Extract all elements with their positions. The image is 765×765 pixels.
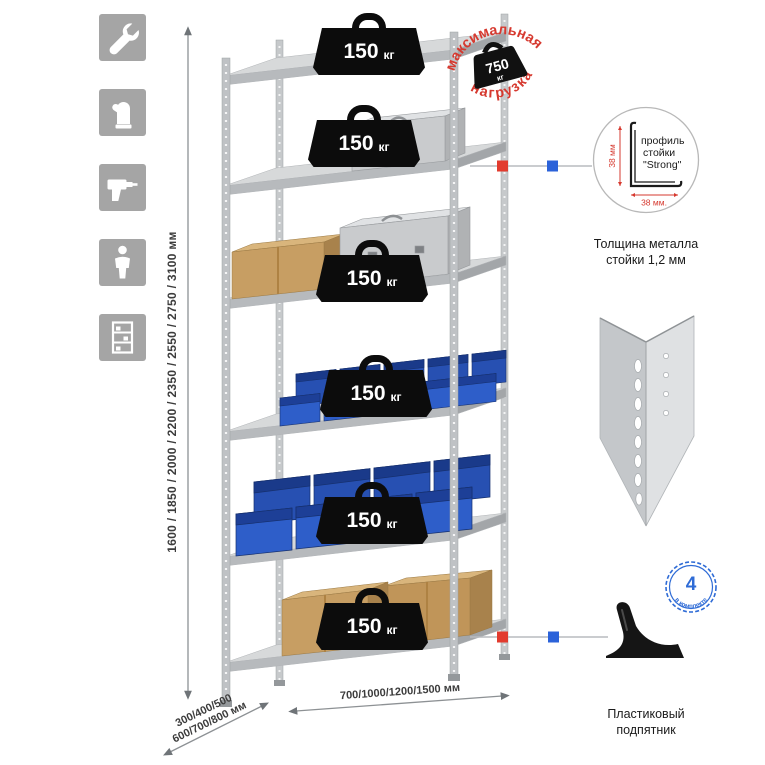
load-value: 150 xyxy=(350,382,386,405)
load-value: 150 xyxy=(346,615,382,638)
profile-callout-svg: 38 мм 38 мм. профиль стойки "Strong" xyxy=(592,106,700,214)
plastic-foot-image xyxy=(596,590,696,673)
shelf-load-badge: 150 кг xyxy=(316,482,428,544)
plastic-foot-svg xyxy=(606,602,684,658)
depth-dimension-line xyxy=(163,702,269,756)
feature-icon-column xyxy=(99,14,146,361)
red-marker-top xyxy=(497,160,508,172)
stamp-weight-handle xyxy=(482,42,504,54)
load-value: 150 xyxy=(346,509,382,532)
shelf-load-badge: 150 кг xyxy=(316,588,428,650)
rack-front-posts xyxy=(220,31,510,707)
svg-text:стойки: стойки xyxy=(643,147,675,159)
weight-handle xyxy=(355,240,389,264)
post-round-holes xyxy=(663,353,669,416)
profile-dim-vertical: 38 мм xyxy=(607,126,622,186)
shelf-load-badge: 150 кг xyxy=(320,355,432,417)
height-dimension-label: 1600 / 1850 / 2000 / 2200 / 2350 / 2550 … xyxy=(165,231,179,553)
profile-labels: профиль стойки "Strong" xyxy=(641,135,685,171)
weight-handle xyxy=(355,588,389,612)
load-value: 150 xyxy=(343,40,379,63)
profile-callout: 38 мм 38 мм. профиль стойки "Strong" xyxy=(590,104,702,221)
gloves-icon xyxy=(99,89,146,136)
profile-caption: Толщина металла стойки 1,2 мм xyxy=(593,237,699,268)
load-unit: кг xyxy=(378,140,390,154)
load-unit: кг xyxy=(386,623,398,637)
wrench-icon xyxy=(99,14,146,61)
rack-icon xyxy=(99,314,146,361)
shelf-load-badge: 150 кг xyxy=(316,240,428,302)
drill-icon-svg xyxy=(107,179,138,201)
rack-rear-posts xyxy=(275,13,509,685)
profile-dim-horizontal: 38 мм. xyxy=(631,193,678,208)
kit-count-badge-svg: 4 в комплекте xyxy=(665,561,717,613)
max-load-stamp: максимальная нагрузка 750 кг xyxy=(422,0,571,140)
rack-icon-svg xyxy=(111,321,134,354)
shelf-load-badge: 150 кг xyxy=(313,13,425,75)
person-icon xyxy=(99,239,146,286)
drill-icon xyxy=(99,164,146,211)
svg-text:"Strong": "Strong" xyxy=(643,159,682,171)
svg-text:38 мм: 38 мм xyxy=(607,144,617,168)
kit-count-badge: 4 в комплекте xyxy=(664,560,718,619)
stamp-weight-unit: кг xyxy=(496,72,505,82)
max-load-stamp-svg: максимальная нагрузка 750 кг xyxy=(435,10,548,109)
load-value: 150 xyxy=(346,267,382,290)
person-icon-svg xyxy=(115,245,130,279)
svg-text:профиль: профиль xyxy=(641,135,685,147)
load-unit: кг xyxy=(383,48,395,62)
gloves-icon-svg xyxy=(112,102,132,129)
load-unit: кг xyxy=(386,517,398,531)
load-value: 150 xyxy=(338,132,374,155)
red-marker-bottom xyxy=(497,631,508,643)
badge-value: 4 xyxy=(686,574,697,595)
weight-handle xyxy=(352,13,386,37)
foot-caption: Пластиковый подпятник xyxy=(607,707,685,738)
stamp-weight-value: 750 xyxy=(484,55,511,77)
post-slot-holes xyxy=(634,359,643,506)
shelf-load-badge: 150 кг xyxy=(308,105,420,167)
weight-handle xyxy=(347,105,381,129)
wrench-icon-svg xyxy=(109,23,139,55)
load-unit: кг xyxy=(390,390,402,404)
svg-text:38 мм.: 38 мм. xyxy=(641,198,667,208)
stamp-weight-body xyxy=(473,45,528,89)
weight-handle xyxy=(359,355,393,379)
load-unit: кг xyxy=(386,275,398,289)
width-dimension-line xyxy=(288,692,510,715)
angle-post-svg xyxy=(599,315,695,527)
callout-connectors xyxy=(470,160,608,643)
blue-marker-bottom xyxy=(548,631,559,643)
blue-marker-top xyxy=(547,160,558,172)
angle-post-image xyxy=(582,296,712,536)
profile-drawing xyxy=(629,121,683,188)
weight-handle xyxy=(355,482,389,506)
